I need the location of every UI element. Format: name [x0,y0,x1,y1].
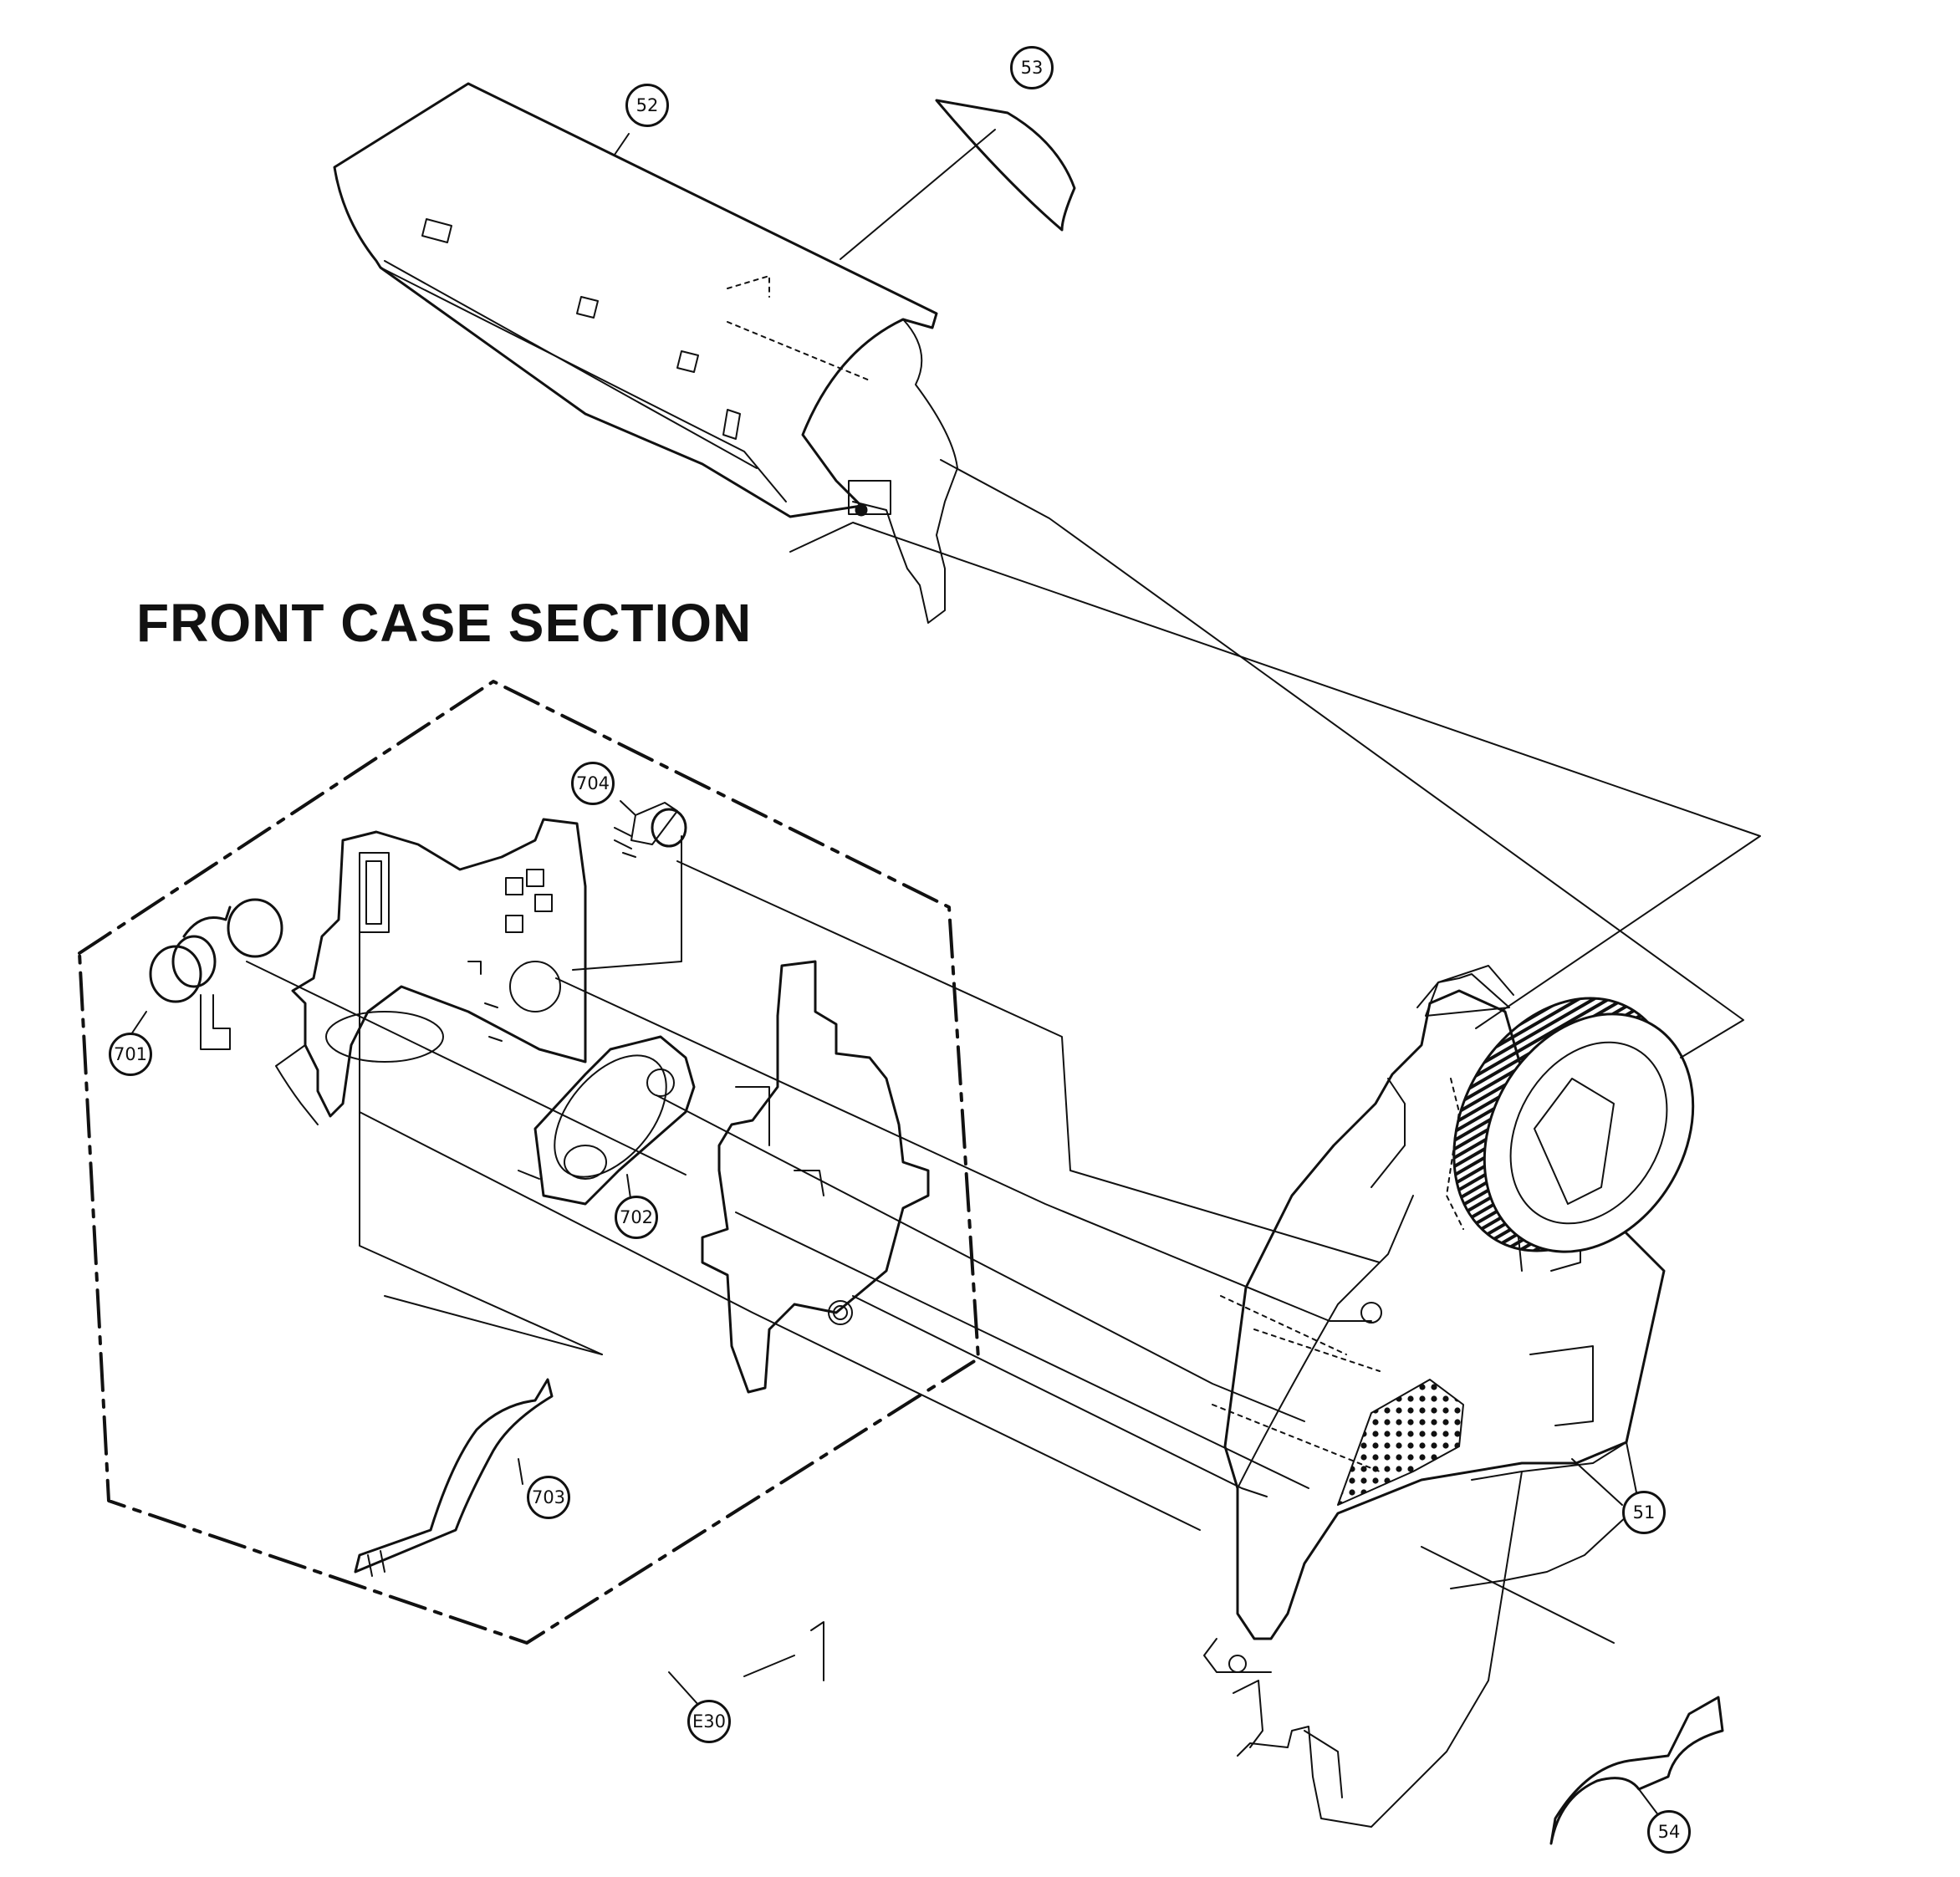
part-54-bottom-trim [1549,1696,1724,1845]
metal-chassis-bracket [701,960,930,1394]
callout-702: 702 [615,1196,658,1239]
callout-704: 704 [571,762,615,805]
main-circuit-board [275,818,587,1125]
callout-52: 52 [625,84,669,127]
callout-54: 54 [1647,1810,1691,1854]
callout-701: 701 [109,1033,152,1076]
callout-51: 51 [1622,1491,1666,1534]
assembly-e30-boundary [78,680,980,1645]
part-52-top-cover [333,82,958,624]
leader-lines [129,133,1761,1823]
part-702-lens-holder [533,1035,696,1206]
part-704-switch [614,802,687,858]
part-53-trim-piece [840,99,1076,260]
callout-53: 53 [1010,46,1054,89]
part-701-dial-knob [149,898,283,1050]
callout-e30: E30 [687,1700,731,1743]
section-title: FRONT CASE SECTION [136,593,753,653]
part-51-front-case [1203,965,1695,1828]
callout-703: 703 [527,1476,570,1519]
part-703-flex-cable [354,1378,554,1577]
